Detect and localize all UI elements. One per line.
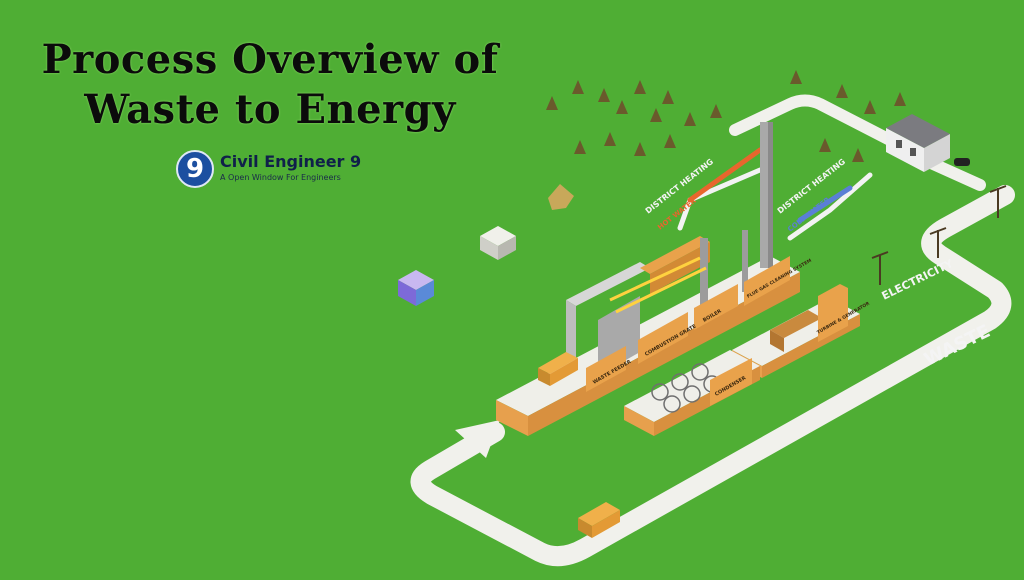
logo-name: Civil Engineer 9	[220, 152, 362, 171]
process-panels	[586, 256, 790, 392]
utility-poles	[871, 185, 1007, 285]
condenser-platform	[624, 350, 760, 436]
truck-at-plant	[538, 352, 578, 386]
stone-shape	[548, 184, 574, 210]
glass-cube	[398, 270, 434, 306]
page-title-line2: Waste to Energy	[84, 86, 456, 133]
waste-arrow-icon	[455, 420, 500, 458]
white-cube	[480, 226, 516, 260]
district-heating-pipes	[677, 147, 873, 241]
page-title-line1: Process Overview of	[41, 36, 499, 83]
electricity-label: ELECTRICITY	[880, 256, 957, 302]
trees	[546, 70, 906, 162]
logo-tagline: A Open Window For Engineers	[220, 173, 341, 182]
logo-badge-icon: 9	[176, 150, 214, 188]
house	[886, 114, 970, 172]
brand-logo: 9 Civil Engineer 9 A Open Window For Eng…	[176, 148, 361, 192]
truck-on-road	[578, 502, 620, 538]
